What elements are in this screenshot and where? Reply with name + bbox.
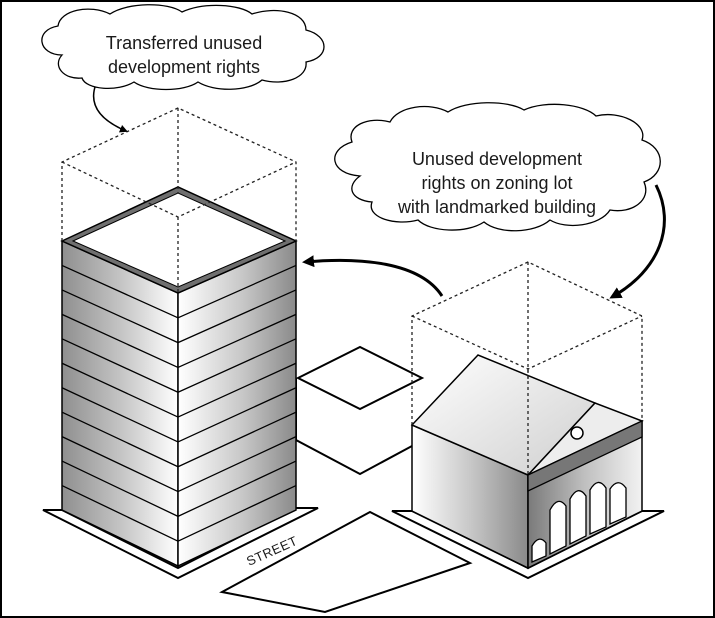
unused-rights-arrow	[609, 184, 666, 299]
house-arches	[531, 481, 627, 563]
transferred-rights-callout: Transferred unused development rights	[41, 4, 325, 91]
tower-floor-line	[61, 484, 297, 542]
unused-callout-line3: with landmarked building	[397, 197, 596, 217]
unused-cloud-shape	[334, 102, 661, 232]
tower-left-face	[61, 239, 179, 568]
tower-air-rights-envelope	[61, 107, 297, 293]
landmark-air-rights-envelope	[411, 261, 643, 475]
landmark-building	[410, 354, 644, 570]
tower-floor-line	[61, 460, 297, 518]
tower-floor-line	[61, 289, 297, 344]
unused-rights-callout: Unused development rights on zoning lot …	[334, 102, 661, 232]
tower-floor-line	[61, 387, 297, 443]
transferred-rights-arrow	[92, 83, 128, 133]
house-cornice	[527, 419, 643, 493]
tower-right-face	[177, 239, 297, 568]
transferred-callout-line2: development rights	[108, 57, 260, 77]
transferred-cloud-shape	[41, 4, 325, 91]
unused-callout-line2: rights on zoning lot	[421, 173, 572, 193]
transfer-arrow	[302, 255, 444, 297]
tower-floor-line	[61, 362, 297, 418]
transferred-callout-line1: Transferred unused	[106, 33, 262, 53]
tower-building	[60, 186, 298, 568]
gable-oculus-icon	[570, 426, 584, 440]
tower-floor-line	[61, 338, 297, 393]
street-lot-bottom	[219, 510, 473, 614]
tower-floor-lines	[61, 264, 297, 542]
tower-floor-line	[61, 264, 297, 319]
tower-floor-line	[61, 313, 297, 369]
tower-floor-line	[61, 411, 297, 468]
unused-callout-line1: Unused development	[412, 149, 582, 169]
tower-floor-line	[61, 436, 297, 493]
street-lot-middle	[295, 345, 425, 411]
tower-roof	[71, 192, 287, 288]
